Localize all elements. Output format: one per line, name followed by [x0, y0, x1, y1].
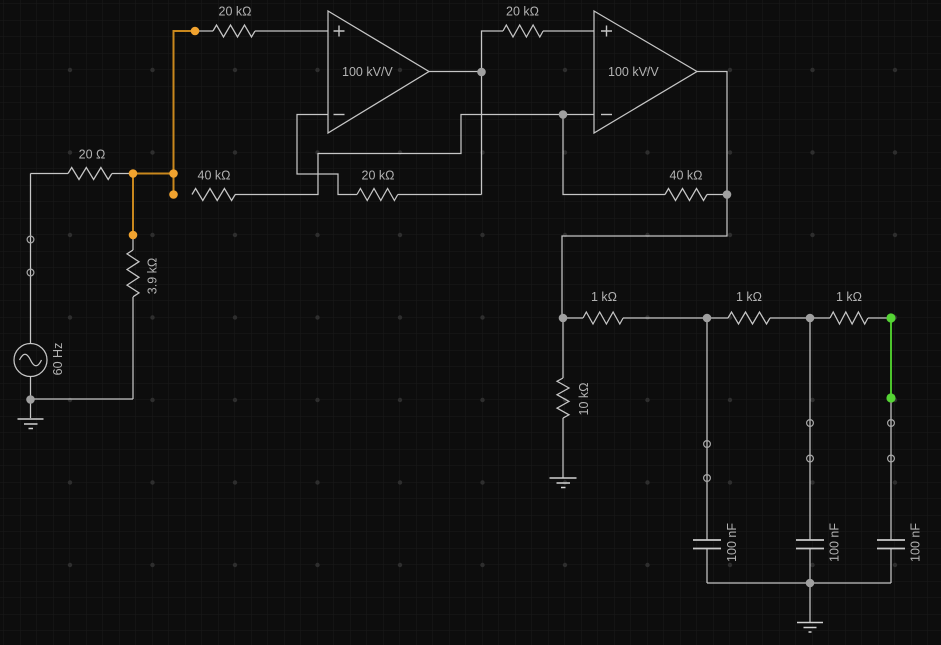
source-frequency-label: 60 Hz [51, 343, 65, 376]
highlighted-node[interactable] [886, 313, 896, 323]
resistor-value: 1 kΩ [836, 290, 862, 304]
resistor-10k-load[interactable]: 10 kΩ [555, 377, 591, 419]
opamp-1[interactable]: 100 kV/V [327, 9, 431, 135]
junction-node[interactable] [558, 313, 568, 323]
resistor-40k-to-inverting-2[interactable]: 40 kΩ [191, 169, 236, 202]
plus-input-marker [333, 25, 345, 37]
selected-net[interactable] [128, 26, 200, 240]
junction-node[interactable] [805, 313, 815, 323]
switch-terminal[interactable] [26, 268, 35, 277]
selected-junction-node[interactable] [190, 26, 200, 36]
inline-switch-source[interactable] [26, 235, 35, 277]
resistor-1k-ladder-2[interactable]: 1 kΩ [727, 290, 771, 326]
resistor-body[interactable] [582, 310, 624, 326]
resistor-body[interactable] [502, 23, 544, 39]
selected-junction-node[interactable] [128, 230, 138, 240]
capacitor-value: 100 nF [725, 523, 739, 562]
selected-junction-node[interactable] [128, 169, 138, 178]
resistor-20k-interstage[interactable]: 20 kΩ [502, 5, 544, 39]
junction-node[interactable] [558, 110, 568, 119]
ground-icon[interactable] [549, 477, 577, 489]
resistor-1k-ladder-1[interactable]: 1 kΩ [582, 290, 624, 326]
switch-terminal[interactable] [805, 419, 814, 428]
capacitor-plates[interactable] [796, 539, 824, 550]
resistor-1k-ladder-3[interactable]: 1 kΩ [829, 290, 869, 326]
wire-opamp1-output[interactable] [429, 30, 503, 195]
resistor-40k-feedback-2[interactable]: 40 kΩ [664, 169, 708, 202]
ac-source-60hz[interactable]: 60 Hz [13, 342, 65, 378]
resistor-body[interactable] [125, 249, 141, 298]
selected-junction-node[interactable] [169, 169, 178, 178]
junction-node[interactable] [702, 313, 712, 323]
resistor-value: 1 kΩ [736, 290, 762, 304]
resistor-20ohm-input[interactable]: 20 Ω [67, 148, 113, 181]
capacitor-plates[interactable] [693, 539, 721, 550]
inline-switch-branch-1[interactable] [702, 440, 711, 483]
resistor-body[interactable] [67, 166, 113, 181]
opamp-triangle[interactable] [327, 9, 431, 135]
resistor-value: 10 kΩ [577, 383, 591, 416]
source-circle[interactable] [13, 342, 48, 378]
resistor-3p9k-shunt[interactable]: 3.9 kΩ [125, 249, 160, 298]
ground-icon[interactable] [17, 418, 44, 430]
switch-terminal[interactable] [26, 235, 35, 244]
inline-switch-branch-3[interactable] [886, 419, 895, 463]
capacitor-2[interactable]: 100 nF [796, 523, 842, 562]
switch-terminal[interactable] [886, 419, 895, 428]
resistor-value: 40 kΩ [198, 169, 231, 183]
junction-node[interactable] [805, 578, 815, 588]
resistor-value: 20 kΩ [362, 169, 395, 183]
resistor-20k-feedback-1[interactable]: 20 kΩ [356, 169, 399, 202]
junction-nodes[interactable] [26, 67, 815, 588]
switch-terminal[interactable] [886, 454, 895, 463]
highlighted-net[interactable] [886, 313, 896, 403]
resistor-value: 20 Ω [79, 148, 106, 162]
resistor-value: 40 kΩ [670, 169, 703, 183]
wire-opamp2-output[interactable] [561, 70, 728, 319]
resistor-body[interactable] [664, 187, 708, 202]
wire-cap-bottom-rail[interactable] [707, 582, 891, 622]
opamp-triangle[interactable] [593, 9, 699, 135]
resistor-body[interactable] [212, 23, 256, 39]
plus-input-marker [601, 25, 612, 37]
capacitor-3[interactable]: 100 nF [877, 523, 923, 562]
capacitor-plates[interactable] [877, 539, 905, 550]
capacitor-1[interactable]: 100 nF [693, 523, 739, 562]
ground-icon[interactable] [797, 621, 823, 633]
sine-wave-icon [18, 353, 43, 367]
opamp-2[interactable]: 100 kV/V [593, 9, 699, 135]
switch-terminal[interactable] [805, 454, 814, 463]
capacitor-value: 100 nF [909, 523, 923, 562]
resistor-value: 20 kΩ [506, 5, 539, 19]
resistor-body[interactable] [555, 377, 571, 419]
resistor-value: 1 kΩ [591, 290, 617, 304]
wire-r2-to-inv2[interactable] [235, 113, 594, 196]
junction-node[interactable] [26, 395, 35, 404]
resistor-value: 3.9 kΩ [146, 258, 160, 294]
inline-switch-branch-2[interactable] [805, 419, 814, 463]
resistor-body[interactable] [191, 187, 236, 202]
junction-node[interactable] [477, 67, 486, 77]
switch-terminal[interactable] [702, 440, 711, 449]
resistor-body[interactable] [727, 310, 771, 326]
opamp-gain-label: 100 kV/V [608, 65, 659, 79]
opamp-gain-label: 100 kV/V [342, 65, 393, 79]
highlighted-node[interactable] [886, 393, 896, 403]
switch-terminal[interactable] [702, 474, 711, 483]
resistor-20k-noninverting-1[interactable]: 20 kΩ [212, 5, 256, 39]
resistor-body[interactable] [356, 187, 399, 202]
junction-node[interactable] [722, 190, 732, 199]
resistor-body[interactable] [829, 310, 869, 326]
selected-wire[interactable] [132, 30, 195, 235]
capacitor-value: 100 nF [828, 523, 842, 562]
resistor-value: 20 kΩ [219, 5, 252, 19]
selected-junction-node[interactable] [169, 190, 178, 199]
